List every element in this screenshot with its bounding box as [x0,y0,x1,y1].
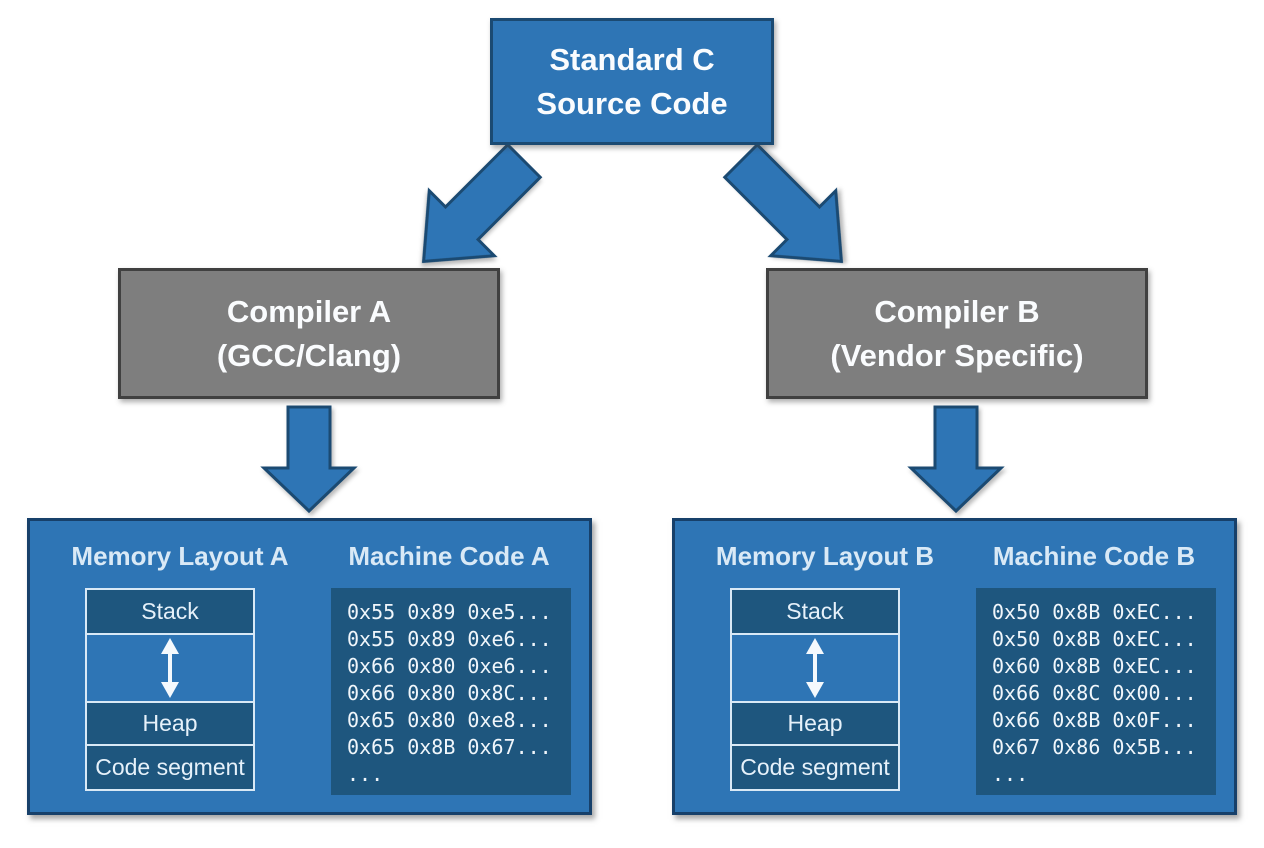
output-panel-b: Memory Layout B Machine Code B Stack Hea… [672,518,1237,815]
machine-code-line: 0x66 0x80 0x8C... [347,681,552,705]
memory-layout-a-title: Memory Layout A [71,541,289,571]
machine-code-ellipsis: ... [992,762,1029,786]
arrow-down-icon [260,405,358,514]
machine-code-line: 0x66 0x8C 0x00... [992,681,1197,705]
machine-code-b-box: 0x50 0x8B 0xEC... 0x50 0x8B 0xEC... 0x60… [976,588,1216,795]
compiler-b-label-line2: (Vendor Specific) [830,337,1084,373]
machine-code-line: 0x60 0x8B 0xEC... [992,654,1197,678]
machine-code-ellipsis: ... [347,762,384,786]
compiler-b-box: Compiler B (Vendor Specific) [766,268,1148,399]
code-segment-label: Code segment [95,754,245,780]
double-arrow-icon [161,638,179,698]
memory-layout-a-diagram: Stack Heap Code segment [85,588,255,791]
compiler-a-label-line1: Compiler A [226,293,392,329]
machine-code-a-title: Machine Code A [348,541,550,571]
machine-code-line: 0x55 0x89 0xe5... [347,600,552,624]
machine-code-line: 0x50 0x8B 0xEC... [992,600,1197,624]
machine-code-line: 0x66 0x8B 0x0F... [992,708,1197,732]
machine-code-a-box: 0x55 0x89 0xe5... 0x55 0x89 0xe6... 0x66… [331,588,571,795]
machine-code-line: 0x67 0x86 0x5B... [992,735,1197,759]
code-segment: Code segment [85,744,255,791]
stack-heap-gap [730,633,900,703]
machine-code-b-title: Machine Code B [992,541,1196,571]
arrow-down-icon [907,405,1005,514]
source-code-label-line2: Source Code [536,85,728,121]
compiler-a-label-line2: (GCC/Clang) [216,337,402,373]
heap-segment: Heap [730,701,900,746]
compiler-b-label-line1: Compiler B [874,293,1040,329]
heap-label: Heap [787,710,843,736]
stack-segment: Stack [730,588,900,635]
machine-code-line: 0x55 0x89 0xe6... [347,627,552,651]
double-arrow-icon [806,638,824,698]
output-panel-a: Memory Layout A Machine Code A Stack Hea… [27,518,592,815]
heap-label: Heap [142,710,198,736]
machine-code-line: 0x65 0x80 0xe8... [347,708,552,732]
machine-code-line: 0x66 0x80 0xe6... [347,654,552,678]
compiler-a-box: Compiler A (GCC/Clang) [118,268,500,399]
memory-layout-b-diagram: Stack Heap Code segment [730,588,900,791]
machine-code-line: 0x50 0x8B 0xEC... [992,627,1197,651]
machine-code-line: 0x65 0x8B 0x67... [347,735,552,759]
heap-segment: Heap [85,701,255,746]
code-segment: Code segment [730,744,900,791]
code-segment-label: Code segment [740,754,890,780]
source-code-box: Standard C Source Code [490,18,774,145]
stack-segment: Stack [85,588,255,635]
stack-heap-gap [85,633,255,703]
stack-label: Stack [141,598,199,624]
stack-label: Stack [786,598,844,624]
source-code-label-line1: Standard C [549,41,715,77]
memory-layout-b-title: Memory Layout B [715,541,935,571]
